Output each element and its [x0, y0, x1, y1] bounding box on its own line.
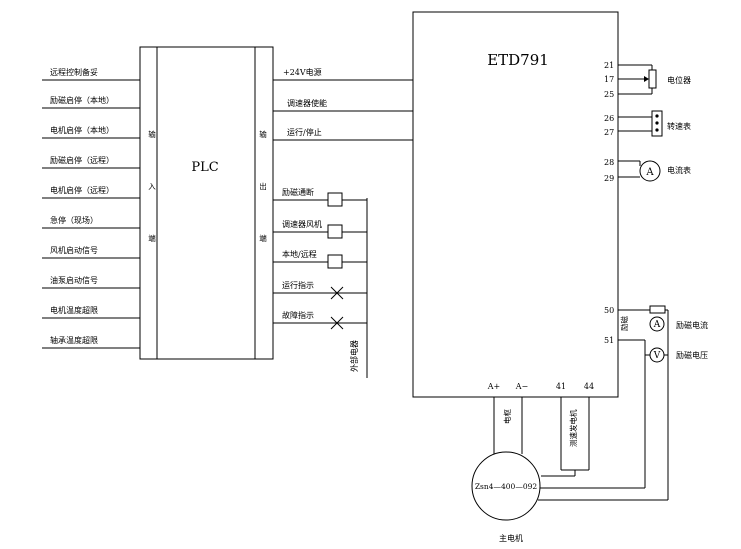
input-label: 急停（现场）: [50, 215, 98, 225]
drive-terminal-44: 44: [584, 382, 594, 391]
drive-output-row: 运行/停止 6: [273, 127, 423, 146]
drive-terminal-51: 51: [604, 336, 614, 345]
armature-label: 电枢: [502, 409, 512, 424]
relay-coil-icon: [327, 224, 343, 239]
ammeter-icon: [639, 160, 661, 182]
input-row: 远程控制备妥: [42, 67, 140, 81]
input-row: 电机启停（远程）: [42, 185, 140, 199]
field-label: 励磁: [619, 316, 629, 331]
input-label: 远程控制备妥: [50, 67, 98, 77]
local-output-label: 故障指示: [282, 310, 314, 320]
tachometer-label: 转速表: [667, 121, 691, 131]
drive-output-label: 运行/停止: [287, 127, 322, 137]
current-meter-group: A 电流表: [618, 160, 691, 182]
input-row: 风机启动信号: [42, 245, 140, 259]
input-label: 风机启动信号: [50, 245, 98, 255]
relay-coil-icon: [327, 254, 343, 269]
input-label: 电机温度超限: [50, 305, 98, 315]
drive-terminal-29: 29: [604, 174, 614, 183]
input-label: 电机启停（本地）: [50, 125, 114, 135]
plc-input-side-char-1: 输: [148, 129, 156, 139]
motor-model: Zsn4—400—092: [475, 482, 538, 491]
drive-block: ETD791 励磁 21 17 25 26 27 28 29 50 51 A+ …: [412, 11, 629, 398]
ammeter-symbol: A: [645, 167, 654, 178]
external-device-label: 外部电器: [349, 340, 359, 372]
plc-input-side-char-3: 端: [148, 233, 156, 243]
plc-output-side-char-3: 端: [259, 233, 267, 243]
local-output-label: 调速器风机: [282, 219, 322, 229]
input-label: 油泵启动信号: [50, 275, 98, 285]
plc-local-outputs: 励磁通断 调速器风机 本地/远程 运行指示: [273, 187, 368, 378]
plc-label: PLC: [191, 160, 218, 175]
input-row: 励磁启停（本地）: [42, 95, 140, 109]
relay-output-row: 励磁通断: [273, 187, 367, 207]
field-circuit-group: A 励磁电流 V 励磁电压: [618, 305, 708, 500]
main-motor-icon: [471, 451, 541, 521]
drive-label: ETD791: [487, 51, 549, 69]
drive-terminal-28: 28: [604, 158, 614, 167]
relay-output-row: 调速器风机: [273, 219, 367, 239]
input-label: 励磁启停（本地）: [50, 95, 114, 105]
drive-frame: [412, 11, 619, 398]
drive-terminal-17: 17: [604, 75, 614, 84]
lamp-output-row: 运行指示: [273, 280, 367, 300]
drive-terminal-27: 27: [604, 128, 614, 137]
shunt-icon: [649, 305, 666, 314]
input-row: 轴承温度超限: [42, 335, 140, 349]
indicator-lamp-icon: [330, 286, 344, 300]
tachometer-group: 转速表: [618, 110, 691, 137]
indicator-lamp-icon: [330, 316, 344, 330]
plc-input-list: 远程控制备妥 励磁启停（本地） 电机启停（本地） 励磁启停（远程） 电机启停（远…: [42, 67, 140, 349]
motor-caption: 主电机: [499, 533, 523, 543]
plc-output-side-char-2: 出: [259, 181, 267, 191]
drive-output-label: +24V电源: [283, 67, 322, 77]
local-output-label: 本地/远程: [282, 249, 317, 259]
wiper-arrow-icon: [644, 76, 649, 82]
local-output-label: 励磁通断: [282, 187, 314, 197]
field-ammeter-icon: [649, 316, 665, 332]
drive-terminal-50: 50: [604, 306, 614, 315]
drive-terminal-a-plus: A+: [487, 382, 500, 391]
plc-input-side-char-2: 入: [148, 182, 156, 191]
drive-output-row: 调速器使能 5: [273, 98, 423, 117]
input-row: 急停（现场）: [42, 215, 140, 229]
relay-coil-icon: [327, 192, 343, 207]
input-row: 励磁启停（远程）: [42, 155, 140, 169]
drive-terminal-21: 21: [604, 61, 614, 70]
input-label: 电机启停（远程）: [50, 185, 114, 195]
plc-outer-frame: [139, 46, 274, 360]
plc-output-side-char-1: 输: [259, 129, 267, 139]
drive-terminal-25: 25: [604, 90, 614, 99]
input-row: 油泵启动信号: [42, 275, 140, 289]
current-meter-label: 电流表: [667, 165, 691, 175]
voltmeter-symbol: V: [653, 351, 661, 361]
drive-terminal-a-minus: A−: [515, 382, 528, 391]
field-ammeter-symbol: A: [653, 320, 661, 330]
input-row: 电机启停（本地）: [42, 125, 140, 139]
input-label: 轴承温度超限: [50, 335, 98, 345]
potentiometer-group: 电位器: [618, 64, 691, 95]
field-voltage-label: 励磁电压: [676, 350, 708, 360]
drive-terminal-26: 26: [604, 114, 614, 123]
local-output-label: 运行指示: [282, 280, 314, 290]
lamp-output-row: 故障指示: [273, 310, 367, 330]
drive-output-row: +24V电源 1: [273, 67, 423, 86]
plc-drive-outputs: +24V电源 1 调速器使能 5 运行/停止 6: [273, 67, 423, 146]
plc-block: PLC 输 入 端 输 出 端: [139, 46, 274, 360]
input-label: 励磁启停（远程）: [50, 155, 114, 165]
main-motor-group: 电枢 测速发电机 Zsn4—400—092 主电机: [471, 397, 668, 543]
potentiometer-icon: [648, 69, 657, 89]
drive-terminal-41: 41: [556, 382, 566, 391]
potentiometer-label: 电位器: [667, 75, 691, 85]
relay-output-row: 本地/远程: [273, 249, 367, 269]
tacho-generator-label: 测速发电机: [568, 409, 578, 447]
input-row: 电机温度超限: [42, 305, 140, 319]
field-current-label: 励磁电流: [676, 320, 708, 330]
drive-output-label: 调速器使能: [287, 98, 327, 108]
